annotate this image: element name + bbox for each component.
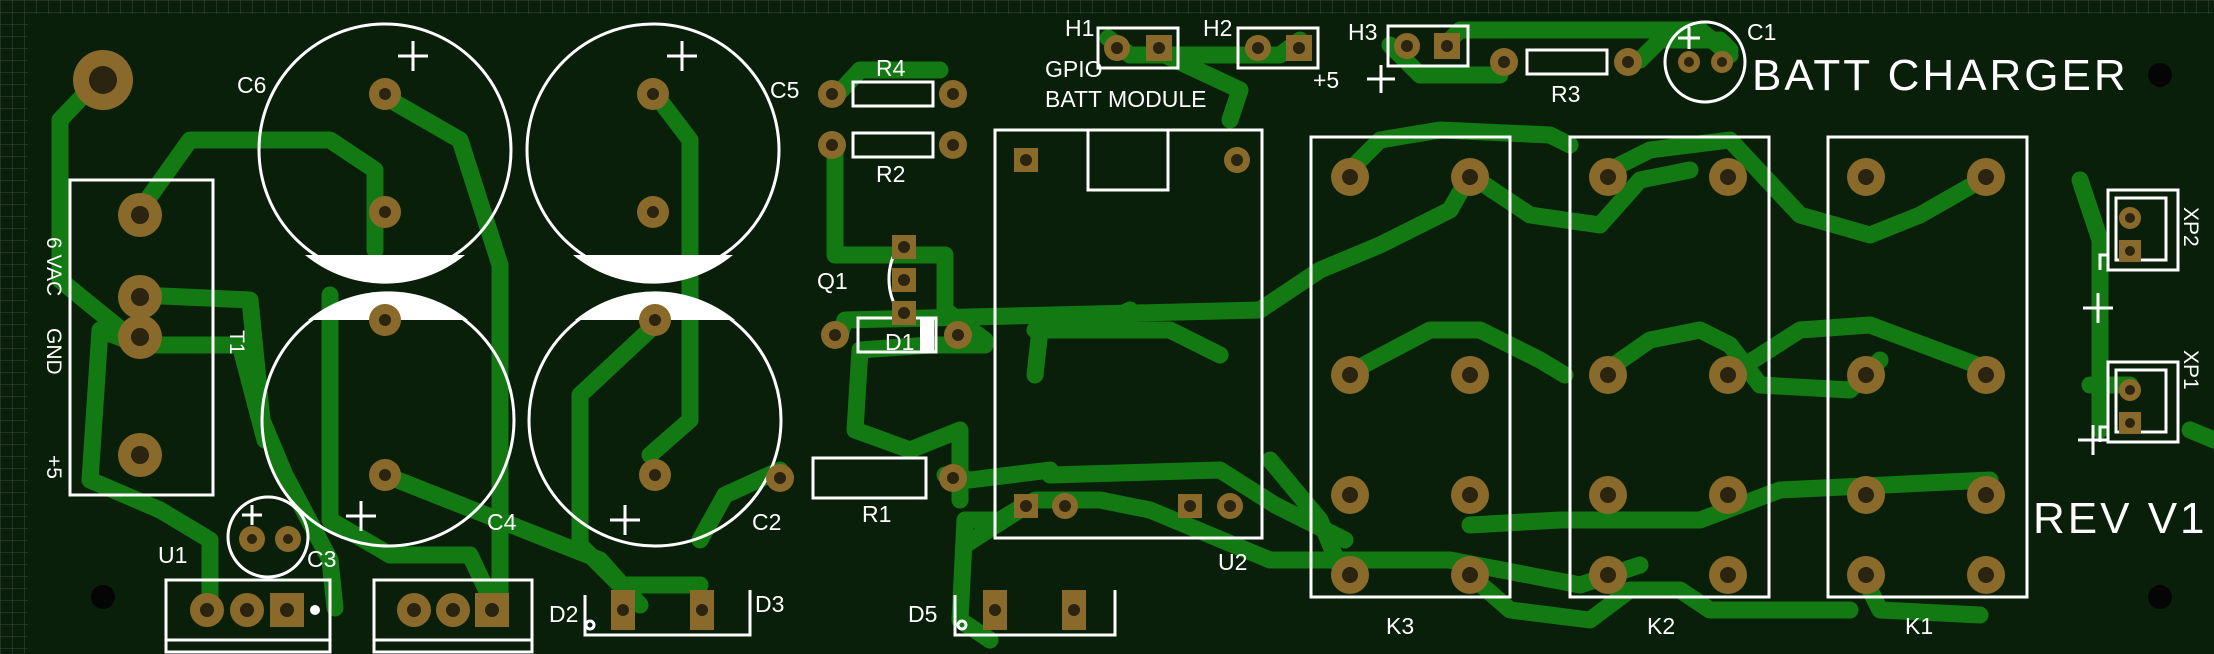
- label-k1: K1: [1905, 613, 1933, 639]
- label-c6: C6: [237, 72, 266, 98]
- label-c5: C5: [770, 77, 799, 103]
- label-h1: H1: [1065, 15, 1094, 41]
- label-plus5-input: +5: [42, 455, 65, 479]
- transformer-t1-outline: [68, 178, 215, 497]
- resistor-r1: [811, 456, 928, 500]
- label-d1: D1: [885, 329, 914, 355]
- label-r2: R2: [876, 161, 905, 187]
- capacitor-c5: [525, 22, 781, 284]
- relay-k2: [1568, 135, 1771, 599]
- label-k3: K3: [1386, 613, 1414, 639]
- capacitor-c1: [1663, 20, 1747, 104]
- label-gnd: GND: [42, 328, 65, 375]
- resistor-r2: [851, 131, 935, 159]
- label-r1: R1: [862, 501, 891, 527]
- silkscreen-labels: BATT CHARGER REV V1 C6 C5 C4 C2 C3 C1 R4…: [42, 15, 2208, 639]
- label-c2: C2: [752, 509, 781, 535]
- label-d3: D3: [755, 591, 784, 617]
- board-revision: REV V1: [2033, 494, 2208, 543]
- capacitor-c6: [257, 22, 513, 284]
- capacitor-c3: [226, 495, 310, 579]
- label-gpio: GPIO: [1045, 56, 1103, 82]
- diode-d2-outline: [583, 590, 752, 637]
- label-r4: R4: [876, 55, 906, 81]
- label-xp2: XP2: [2179, 207, 2202, 247]
- label-plus5: +5: [1313, 67, 1339, 93]
- label-r3: R3: [1551, 81, 1580, 107]
- header-h3: [1386, 24, 1470, 68]
- relay-k3: [1309, 135, 1512, 599]
- board-title: BATT CHARGER: [1752, 51, 2129, 100]
- label-h3: H3: [1348, 19, 1377, 45]
- label-k2: K2: [1647, 613, 1675, 639]
- batt-module-u2: [993, 128, 1264, 540]
- connector-xp1: [2078, 360, 2180, 455]
- diode-d5-outline: [953, 590, 1117, 637]
- label-u1: U1: [158, 542, 187, 568]
- mounting-holes: [73, 50, 2172, 609]
- header-h2: [1236, 26, 1320, 70]
- pads: [118, 33, 2141, 630]
- label-xp1: XP1: [2179, 350, 2202, 390]
- label-6vac: 6 VAC: [42, 237, 65, 296]
- label-d2: D2: [549, 601, 578, 627]
- header-h1: [1096, 26, 1180, 70]
- regulator-u1: [164, 578, 332, 654]
- component-c4-body: [372, 578, 534, 654]
- relay-k1: [1826, 135, 2029, 599]
- resistor-r4: [851, 80, 935, 108]
- resistor-r3: [1525, 48, 1609, 76]
- label-t1: T1: [225, 330, 248, 355]
- label-c3: C3: [307, 546, 336, 572]
- label-u2: U2: [1218, 549, 1247, 575]
- label-c1: C1: [1747, 19, 1776, 45]
- label-d5: D5: [908, 601, 937, 627]
- label-batt-module: BATT MODULE: [1045, 86, 1206, 112]
- label-c4: C4: [487, 509, 517, 535]
- label-h2: H2: [1203, 15, 1232, 41]
- label-q1: Q1: [817, 268, 848, 294]
